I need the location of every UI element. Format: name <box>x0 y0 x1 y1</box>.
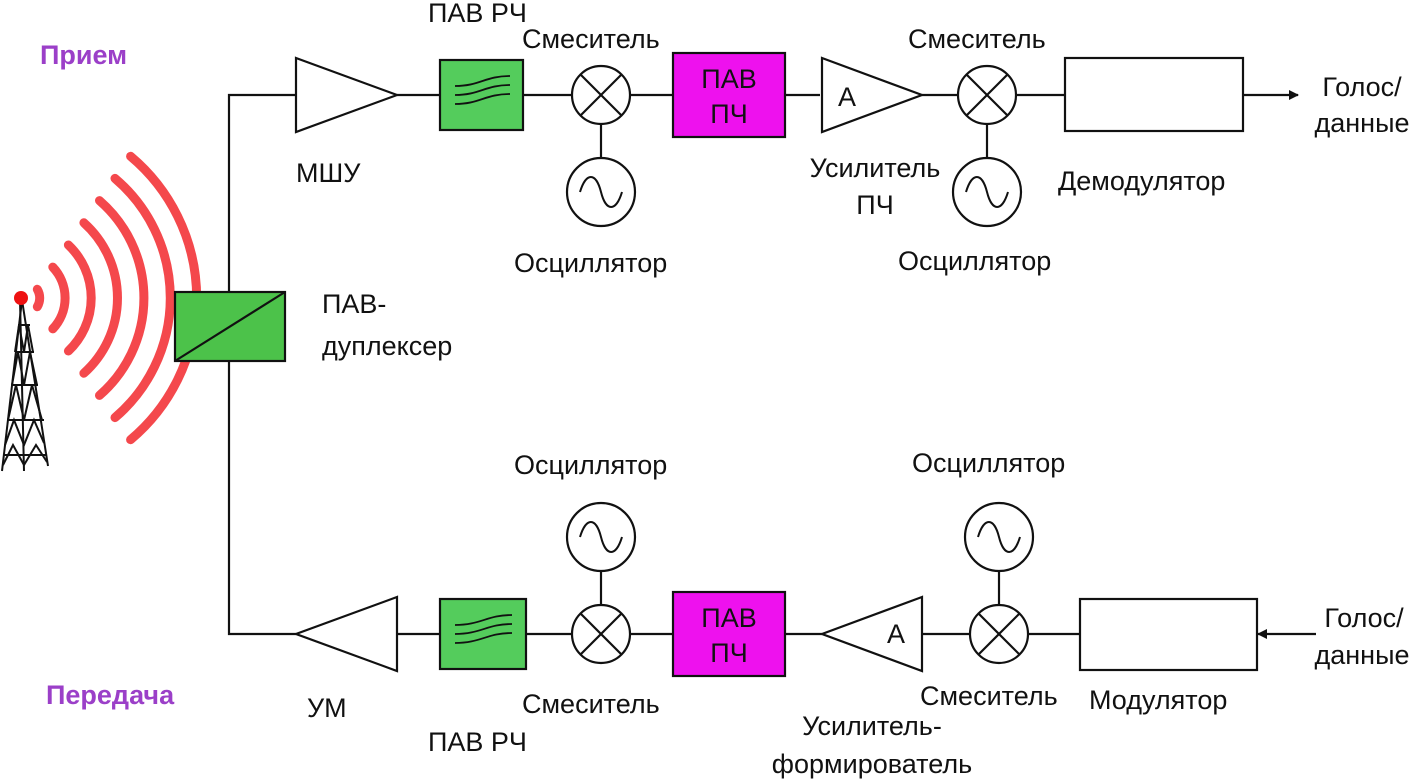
tx-modulator-label: Модулятор <box>1089 685 1227 715</box>
mixer-cross-icon <box>570 603 632 665</box>
tx-if-saw-block <box>671 590 787 678</box>
rx-if-saw-block <box>671 51 787 139</box>
rx-if-amp-label-line1: Усилитель <box>810 153 941 183</box>
duplexer-label-line1: ПАВ- <box>322 289 386 319</box>
mixer-cross-icon <box>956 64 1018 126</box>
tx-amp-label-line1: Усилитель- <box>802 711 942 741</box>
sine-wave-icon <box>951 156 1023 228</box>
rx-rf-saw-label: ПАВ РЧ <box>428 0 527 28</box>
sine-wave-icon <box>565 501 637 573</box>
rx-output-label-line1: Голос/ <box>1322 72 1402 102</box>
receive-section-label: Прием <box>40 40 127 70</box>
transmit-section-label: Передача <box>46 680 175 710</box>
signal-wiring <box>227 90 1316 639</box>
duplexer-label-line2: дуплексер <box>322 331 452 361</box>
rx-osc1-label: Осциллятор <box>514 248 667 278</box>
rx-if-saw-label-line2: ПЧ <box>710 99 747 129</box>
tx-pa-symbol <box>292 595 399 673</box>
sine-wave-icon <box>963 501 1035 573</box>
rx-if-amp-label-line2: ПЧ <box>856 190 893 220</box>
tx-input-label-line1: Голос/ <box>1324 603 1404 633</box>
rx-if-amp-symbol-letter: A <box>838 82 856 112</box>
rx-demodulator-label: Демодулятор <box>1058 166 1225 196</box>
rx-mixer2-label: Смеситель <box>908 24 1046 54</box>
rx-if-amp-symbol <box>820 56 926 134</box>
rx-lna-label: МШУ <box>296 158 361 188</box>
tx-if-saw-label-line2: ПЧ <box>710 638 747 668</box>
tx-if-saw-label-line1: ПАВ <box>701 603 756 633</box>
bandpass-filter-icon <box>438 58 525 132</box>
sine-wave-icon <box>565 156 637 228</box>
tx-amp-symbol <box>818 595 924 673</box>
tx-input-label-line2: данные <box>1314 640 1409 670</box>
tx-osc1-label: Осциллятор <box>514 450 667 480</box>
tx-mixer1-label: Смеситель <box>522 689 660 719</box>
rx-mixer1-label: Смеситель <box>522 24 660 54</box>
rx-lna-symbol <box>294 56 401 134</box>
mixer-cross-icon <box>968 603 1030 665</box>
tx-rf-saw-label: ПАВ РЧ <box>428 727 527 757</box>
tx-modulator-block <box>1078 597 1259 672</box>
rx-demodulator-block <box>1063 56 1245 133</box>
saw-duplexer <box>173 290 287 363</box>
signal-waves-icon <box>32 151 202 445</box>
rx-if-saw-label-line1: ПАВ <box>701 64 756 94</box>
tx-pa-label: УМ <box>307 693 347 723</box>
tx-mixer2-label: Смеситель <box>920 681 1058 711</box>
rx-osc2-label: Осциллятор <box>898 246 1051 276</box>
tx-amp-label-line2: формирователь <box>772 749 972 779</box>
antenna-tip <box>14 291 28 305</box>
antenna-tower-icon <box>1 291 49 472</box>
bandpass-filter-icon <box>438 597 528 671</box>
tx-amp-symbol-letter: A <box>887 619 905 649</box>
mixer-cross-icon <box>570 64 632 126</box>
rx-output-label-line2: данные <box>1314 108 1409 138</box>
tx-osc2-label: Осциллятор <box>912 448 1065 478</box>
